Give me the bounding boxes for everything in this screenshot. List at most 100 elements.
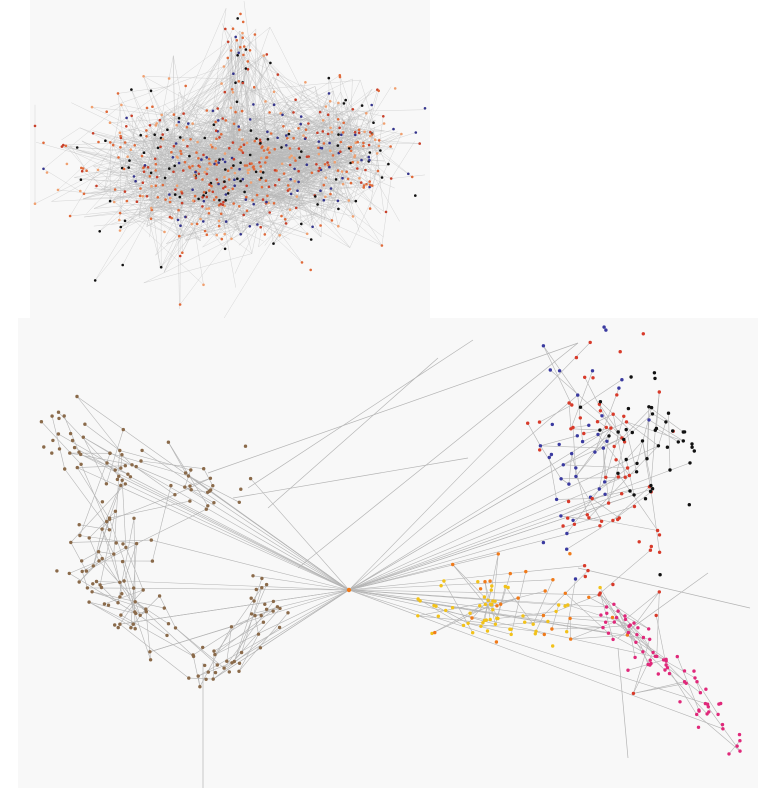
network-node [297,127,300,130]
network-node-brown [126,472,130,476]
network-node [79,189,82,193]
network-node-brown [67,571,71,576]
network-node [239,145,243,149]
network-edge [138,215,206,232]
network-node [329,126,332,130]
network-edge [71,102,167,150]
network-node-orange [483,580,487,584]
network-node [113,188,117,191]
network-node [208,183,211,186]
network-node-red [624,420,629,424]
network-node-brown [123,482,128,486]
network-edge [203,468,214,486]
network-node [320,146,324,150]
network-edge [150,136,178,232]
network-edge [206,208,261,228]
network-node-brown [260,586,264,590]
network-node [155,175,159,179]
network-edge [391,174,426,179]
network-edge [271,133,349,149]
network-node [226,40,230,44]
network-node [329,187,333,190]
network-panel-clustered [18,318,758,788]
network-edge [180,202,202,238]
network-node-pink [651,650,655,655]
network-node [179,136,182,139]
network-edge [133,130,251,175]
network-node-brown [140,448,144,453]
network-edge [282,114,370,153]
network-node [370,103,374,107]
network-node [341,182,345,186]
network-node [258,138,262,142]
network-node [172,144,176,148]
network-edge [650,491,660,553]
network-edge [617,647,629,759]
network-node [234,81,237,84]
network-node [316,203,319,206]
network-node [268,111,271,114]
network-node [341,176,344,180]
network-node [297,147,301,150]
network-edge [249,50,287,136]
network-node-brown [68,431,73,436]
network-node [177,161,181,165]
network-edge [231,608,281,663]
network-node [64,144,68,148]
network-node-orange [451,562,455,567]
network-node [142,151,146,154]
network-node [360,104,364,107]
network-node [242,213,245,217]
network-node-brown [97,559,101,563]
network-node [356,140,360,144]
network-node-orange [568,552,572,556]
network-edge [348,506,635,591]
network-node-brown [120,478,124,482]
network-node [300,222,303,226]
network-edge [263,110,267,203]
network-edge [79,524,110,531]
network-node [95,184,98,188]
network-node [160,113,163,117]
network-edge [131,115,135,146]
network-edge [87,587,350,591]
network-node [213,162,216,166]
network-node-red [588,340,592,345]
network-node [125,116,128,120]
network-edge [217,147,319,184]
network-node-brown [106,603,111,607]
network-node [326,132,330,136]
network-node [253,33,257,36]
network-edge [58,411,120,477]
network-edge [668,413,671,471]
network-node-blue [574,466,578,470]
network-node [239,179,242,183]
network-node-red [591,376,595,380]
network-node-red [587,516,591,520]
network-node [372,121,375,124]
network-node-yellow [491,599,495,603]
network-node [224,220,228,223]
network-edge [267,146,391,158]
network-edge [184,110,243,132]
network-node-pink [738,749,742,753]
network-node [221,158,225,161]
network-node [171,156,175,159]
network-edge [306,106,336,150]
network-edge [269,27,308,101]
network-node-brown [196,674,200,678]
network-node [315,163,318,166]
network-edge [588,517,658,531]
network-node-blue [647,418,651,422]
network-node-brown [189,468,193,472]
network-node-pink [692,669,696,673]
network-node [304,81,307,84]
network-node-brown [69,540,73,545]
network-edge [348,589,708,705]
network-node [379,149,382,152]
network-node-brown [107,517,112,521]
network-node [288,147,292,150]
network-edge [286,103,342,136]
network-node [310,171,314,175]
network-edge [174,478,211,495]
